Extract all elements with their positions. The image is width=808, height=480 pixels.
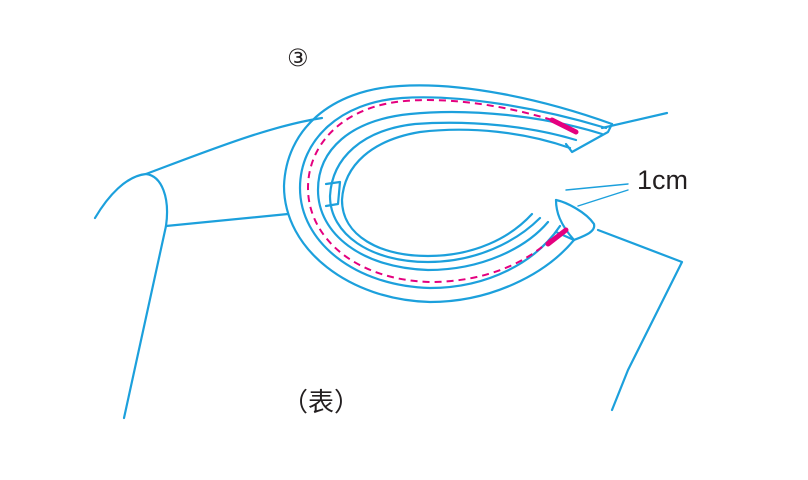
neckline-inner-edge <box>340 128 572 258</box>
sleeve-bottom-edge <box>164 212 290 228</box>
step-number-label: ③ <box>287 45 309 72</box>
dimension-leader-line-2 <box>577 189 629 207</box>
dimension-leader-line-1 <box>565 183 629 191</box>
binding-outer-edge <box>282 84 614 304</box>
sleeve-top-edge <box>144 116 324 176</box>
shoulder-line-right <box>600 111 669 130</box>
binding-upper-tip <box>564 122 614 154</box>
body-right-edge <box>596 228 684 412</box>
binding-middle-line <box>298 96 608 290</box>
stitch-line <box>306 99 553 284</box>
inner-notch <box>324 180 342 208</box>
dimension-label: 1cm <box>637 165 689 195</box>
sleeve-cap <box>93 172 169 228</box>
stitch-end-lower <box>545 227 569 247</box>
fabric-side-label: （表） <box>282 387 361 417</box>
binding-inner-line-1 <box>316 110 604 272</box>
binding-lower-tip <box>554 198 596 242</box>
sleeve-side-line <box>122 224 168 420</box>
binding-inner-line-2 <box>328 121 578 264</box>
stitch-end-upper <box>549 117 579 135</box>
binding-lower-fold <box>554 198 576 242</box>
